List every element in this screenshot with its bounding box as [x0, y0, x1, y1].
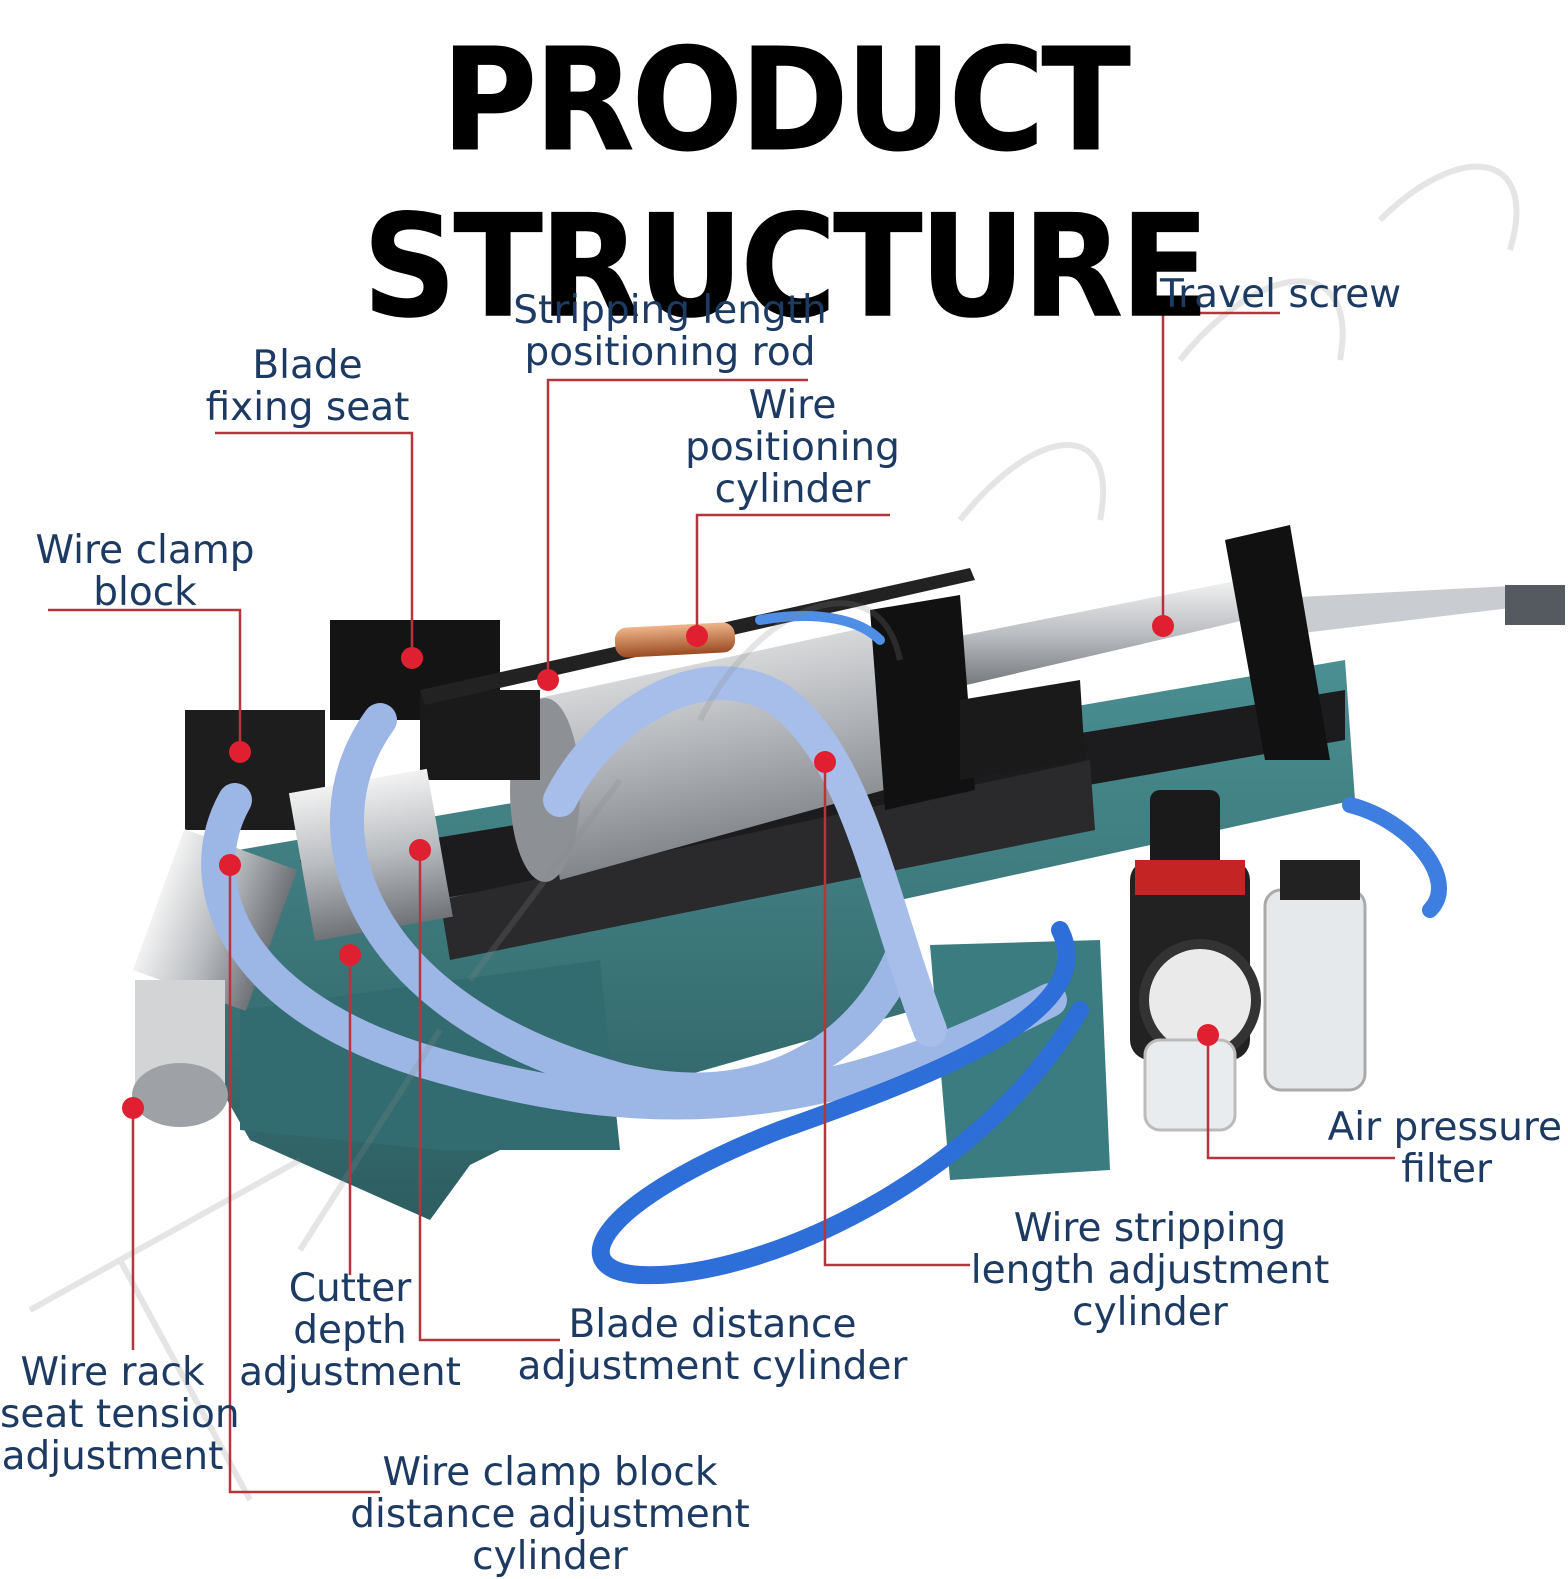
marker-wire-rack — [122, 1097, 144, 1119]
markers — [122, 615, 1219, 1119]
leader-blade-fixing-seat — [215, 431, 414, 658]
label-air-pressure-filter: Air pressure filter — [1327, 1105, 1562, 1192]
leader-travel-screw — [1161, 311, 1280, 626]
air-tubes — [201, 611, 1447, 1285]
marker-blade-distance — [409, 839, 431, 861]
label-stripping-length-rod: Stripping length positioning rod — [513, 288, 827, 375]
marker-air-filter — [1197, 1024, 1219, 1046]
leader-wire-positioning — [695, 513, 890, 636]
leader-air-filter — [1206, 1035, 1395, 1160]
label-wire-positioning-cylinder: Wire positioning cylinder — [685, 383, 900, 512]
leader-stripping-cylinder — [823, 760, 970, 1267]
marker-travel-screw — [1152, 615, 1174, 637]
marker-blade-fixing-seat — [401, 647, 423, 669]
label-wire-clamp-block: Wire clamp block — [35, 528, 255, 615]
watermark — [28, 163, 1520, 1502]
page-title: PRODUCT STRUCTURE — [362, 17, 1210, 351]
marker-cutter-depth — [339, 944, 361, 966]
label-blade-fixing-seat: Blade fixing seat — [205, 343, 410, 430]
marker-stripping-cylinder — [814, 751, 836, 773]
leader-blade-distance — [418, 850, 560, 1342]
label-travel-screw: Travel screw — [1160, 272, 1402, 317]
marker-clamp-distance — [219, 854, 241, 876]
air-filter-unit — [1130, 790, 1367, 1132]
leader-stripping-rod — [546, 378, 808, 678]
marker-stripping-rod — [537, 669, 559, 691]
leader-wire-clamp-block — [48, 608, 242, 752]
leader-clamp-distance — [228, 865, 380, 1494]
machine-frames — [185, 525, 1330, 830]
label-wire-rack-tension: Wire rack seat tension adjustment — [0, 1350, 240, 1479]
label-wire-clamp-distance-cylinder: Wire clamp block distance adjustment cyl… — [350, 1450, 750, 1579]
label-cutter-depth-adjustment: Cutter depth adjustment — [239, 1266, 461, 1395]
leader-lines — [48, 311, 1395, 1494]
marker-wire-positioning — [686, 625, 708, 647]
label-blade-distance-cylinder: Blade distance adjustment cylinder — [517, 1302, 908, 1389]
marker-wire-clamp-block — [229, 741, 251, 763]
travel-screw-rod — [940, 580, 1565, 690]
label-wire-stripping-length-cylinder: Wire stripping length adjustment cylinde… — [970, 1206, 1330, 1335]
